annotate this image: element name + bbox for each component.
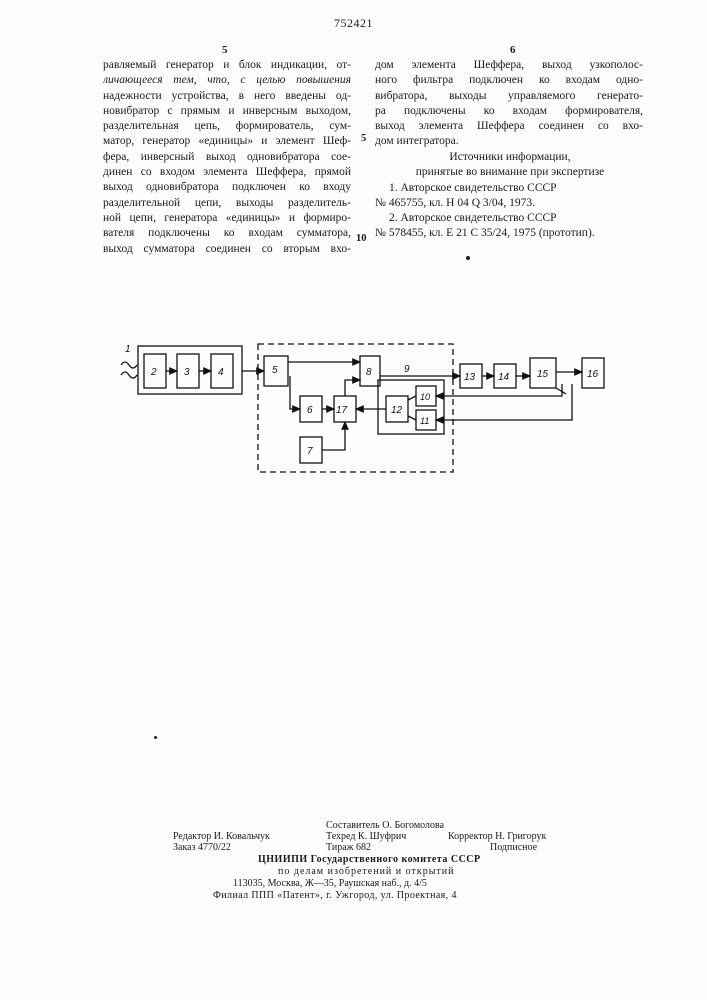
- reference-2-line1: 2. Авторское свидетельство СССР: [375, 211, 645, 226]
- claim-line: выход элемента Шеффера соединен со вхо-: [375, 119, 643, 134]
- line-marker-5: 5: [361, 133, 366, 144]
- block-label: 17: [336, 405, 348, 416]
- claim-line: выход одновибратора подключен ко входу: [103, 180, 351, 195]
- block-label: 8: [366, 367, 372, 378]
- references-title: Источники информации,: [375, 150, 645, 165]
- claim-text-left-column: равляемый генератор и блок индикации, от…: [103, 58, 351, 257]
- patent-number: 752421: [0, 16, 707, 31]
- block-label: 4: [218, 367, 224, 378]
- claim-line: вателя подключены ко входам сумматора,: [103, 226, 351, 241]
- claim-line: динен со входом элемента Шеффера, прямой: [103, 165, 351, 180]
- block-label: 6: [307, 405, 313, 416]
- block-label: 15: [537, 369, 549, 380]
- line-marker-10: 10: [356, 233, 367, 244]
- input-terminal-coil: [121, 372, 137, 378]
- organization-subline: по делам изобретений и открытий: [278, 866, 455, 878]
- claim-line: ной цепи, генератора «единицы» и формиро…: [103, 211, 351, 226]
- block-label: 13: [464, 372, 476, 383]
- block-label: 10: [420, 392, 430, 402]
- claim-line: вибратора, выходы управляемого генерато-: [375, 89, 643, 104]
- right-column-number: 6: [510, 44, 516, 56]
- claim-line: матор, генератор «единицы» и элемент Шеф…: [103, 134, 351, 149]
- block-label: 2: [150, 367, 157, 378]
- claim-line: выход сумматора соединен со вторым вхо-: [103, 242, 351, 257]
- block-label: 14: [498, 372, 510, 383]
- block-label: 5: [272, 365, 278, 376]
- claim-line: разделительная цепь, формирователь, сум-: [103, 119, 351, 134]
- references-subtitle: принятые во внимание при экспертизе: [375, 165, 645, 180]
- claim-line: надежности устройства, в него введены од…: [103, 89, 351, 104]
- claim-line: разделительной цепи, выходы разделитель-: [103, 196, 351, 211]
- block-label: 11: [420, 416, 429, 426]
- reference-1-line1: 1. Авторское свидетельство СССР: [375, 181, 645, 196]
- block-label: 3: [184, 367, 190, 378]
- terminal-label: 1: [125, 344, 131, 355]
- claim-text-right-column: дом элемента Шеффера, выход узкополос- н…: [375, 58, 643, 150]
- block-label: 7: [307, 446, 313, 457]
- claim-line: равляемый генератор и блок индикации, от…: [103, 58, 351, 73]
- left-column-number: 5: [222, 44, 228, 56]
- ink-dot: [154, 736, 157, 739]
- block-label: 9: [404, 364, 410, 375]
- reference-2-line2: № 578455, кл. Е 21 С 35/24, 1975 (протот…: [375, 226, 645, 241]
- reference-1-line2: № 465755, кл. Н 04 Q 3/04, 1973.: [375, 196, 645, 211]
- inner-group-frame: [378, 380, 444, 434]
- claim-line: фера, инверсный выход одновибратора сое-: [103, 150, 351, 165]
- subscription: Подписное: [490, 842, 537, 854]
- claim-line: ного фильтра подключен ко входам одно-: [375, 73, 643, 88]
- address: 113035, Москва, Ж—35, Раушская наб., д. …: [233, 878, 427, 890]
- references-section: Источники информации, принятые во вниман…: [375, 150, 645, 242]
- branch-address: Филиал ППП «Патент», г. Ужгород, ул. Про…: [213, 890, 457, 902]
- block-label: 12: [391, 405, 403, 416]
- claim-line: дом элемента Шеффера, выход узкополос-: [375, 58, 643, 73]
- claim-line: ра подключены ко входам формирователя,: [375, 104, 643, 119]
- claim-line: новибратор с прямым и инверсным выходом,: [103, 104, 351, 119]
- block-label: 16: [587, 369, 599, 380]
- block-diagram: 1 2 3 4 5 6 7 8 9 10 11 12 13 14 15 16 1…: [0, 300, 707, 500]
- circulation: Тираж 682: [326, 842, 371, 854]
- claim-line: личающееся тем, что, с целью повышения: [103, 73, 351, 88]
- order-number: Заказ 4770/22: [173, 842, 231, 854]
- ink-dot: [466, 256, 470, 260]
- organization-line: ЦНИИПИ Государственного комитета СССР: [258, 854, 481, 866]
- input-terminal-coil: [121, 362, 137, 368]
- claim-line: дом интегратора.: [375, 134, 643, 149]
